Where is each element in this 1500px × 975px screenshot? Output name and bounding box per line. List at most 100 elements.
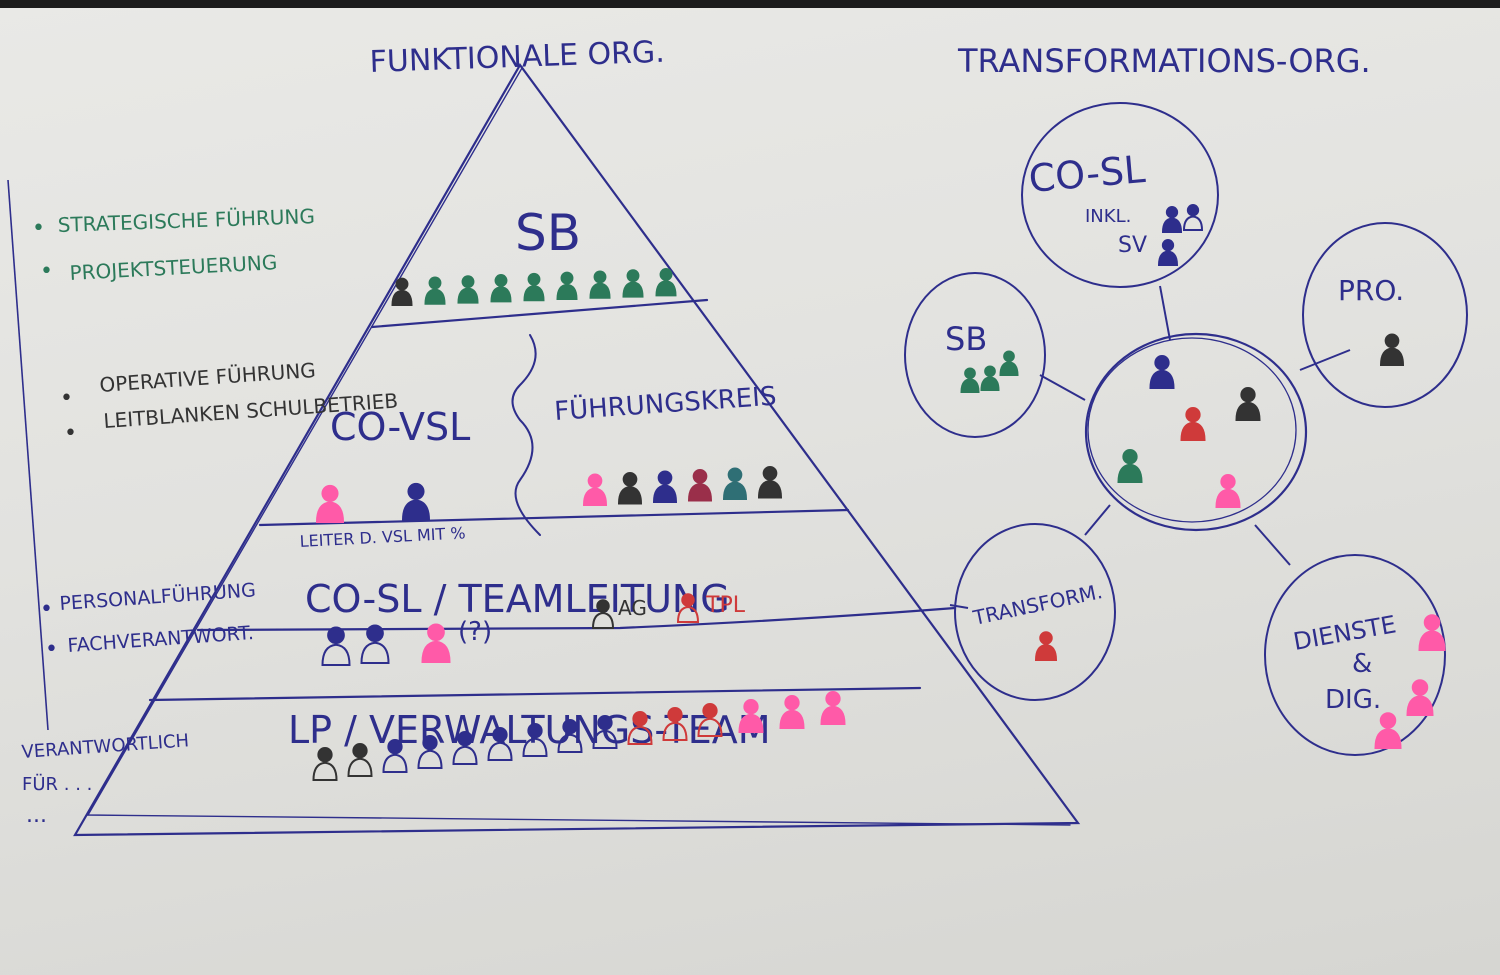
left-title: FUNKTIONALE ORG. (369, 35, 665, 80)
annotation-1-bullet-a: • (32, 216, 45, 241)
dienste-figure-2 (1406, 679, 1434, 716)
transform-figure-1 (1034, 631, 1058, 661)
node-dienste-sub-1: & (1352, 649, 1372, 679)
tpl-label: TPL (705, 593, 746, 618)
connector-transform (1084, 504, 1111, 536)
level3-question: (?) (458, 617, 492, 647)
level4-figure-3 (382, 739, 408, 773)
cosl-figure-3 (1157, 239, 1179, 266)
node-sb-figures (960, 350, 1019, 393)
node-cosl-circle (1021, 102, 1219, 288)
center-circle (1084, 332, 1308, 532)
connector-cosl (1159, 285, 1171, 341)
center-figure-4 (1117, 449, 1143, 483)
node-dienste-figures (1374, 614, 1446, 749)
level4-figure-5 (452, 731, 478, 765)
annotation-bracket-line (7, 179, 49, 731)
annotation-5: ... (26, 803, 47, 828)
level1-figures (391, 268, 677, 306)
level1-figure-4 (490, 274, 512, 303)
pyramid (73, 62, 1081, 837)
annotation-4-line-1: VERANTWORTLICH (21, 730, 190, 763)
level2-left-figure-2 (401, 482, 431, 521)
level2-right-figure-4 (687, 468, 713, 502)
level4-figure-8 (557, 719, 583, 753)
level2-left-figures (315, 482, 431, 523)
center-figure-3 (1180, 407, 1206, 441)
level1-figure-1 (391, 277, 413, 306)
level3-figure-1 (321, 626, 351, 666)
level4-figure-7 (522, 723, 548, 757)
network-connectors (949, 285, 1351, 609)
level4-figure-14 (779, 695, 805, 729)
node-cosl-figures (1157, 204, 1204, 266)
connector-sb (1039, 374, 1086, 401)
annotation-2-bullet-a: • (60, 386, 73, 411)
node-transform-label: TRANSFORM. (970, 579, 1105, 630)
level2-left-figure-1 (315, 484, 345, 523)
node-sb-circle (904, 272, 1046, 438)
node-dienste-label: DIENSTE (1291, 610, 1398, 656)
level2-right-figures (582, 465, 783, 506)
level4-figure-1 (312, 747, 338, 781)
cosl-figure-2 (1182, 204, 1204, 231)
level4-figure-15 (820, 691, 846, 725)
node-cosl-sub-1: INKL. (1085, 206, 1131, 227)
level1-figure-9 (655, 268, 677, 297)
level1-figure-2 (424, 276, 446, 305)
center-figure-2 (1235, 387, 1261, 421)
level1-figure-8 (622, 269, 644, 298)
dienste-figure-1 (1418, 614, 1446, 651)
annotation-3-line-1: PERSONALFÜHRUNG (59, 578, 257, 615)
right-title: TRANSFORMATIONS-ORG. (957, 42, 1371, 80)
node-transform-circle (954, 523, 1116, 701)
level4-figure-11 (662, 707, 688, 741)
node-cosl-label: CO-SL (1027, 147, 1147, 201)
annotation-3-bullet-a: • (40, 597, 53, 622)
level1-figure-7 (589, 270, 611, 299)
node-pro-figures (1379, 333, 1405, 366)
level1-figure-3 (457, 275, 479, 304)
node-pro-circle (1302, 222, 1468, 408)
node-dienste-circle (1264, 554, 1446, 756)
level4-figure-10 (627, 711, 653, 745)
sb-figure-2 (980, 365, 1000, 391)
ag-figure-1 (591, 599, 615, 629)
pyramid-divider-2 (258, 508, 850, 527)
tpl-figure (676, 593, 700, 623)
node-transform-figures (1034, 631, 1058, 661)
annotation-2-line-1: OPERATIVE FÜHRUNG (99, 358, 317, 397)
level2-right-figure-3 (652, 470, 678, 503)
level2-right-label: FÜHRUNGSKREIS (553, 380, 777, 427)
photo-top-edge (0, 0, 1500, 8)
node-dienste-sub-2: DIG. (1325, 685, 1381, 715)
level2-right-figure-1 (582, 473, 608, 506)
level2-right-figure-6 (757, 465, 783, 499)
level4-figure-2 (347, 743, 373, 777)
annotation-1-bullet-b: • (40, 259, 53, 284)
annotation-3-bullet-b: • (45, 637, 58, 662)
network-center (1084, 332, 1308, 532)
level1-figure-5 (523, 272, 545, 302)
annotation-3-line-2: FACHVERANTWORT. (67, 622, 255, 657)
pyramid-outer-stroke (86, 67, 1071, 826)
level1-label: SB (515, 204, 581, 262)
sb-figure-1 (960, 367, 980, 393)
level2-caption: LEITER D. VSL MIT % (299, 523, 466, 551)
center-figure-5 (1215, 474, 1241, 508)
node-cosl-sub-2: SV (1118, 233, 1147, 258)
tpl-figure-1 (676, 593, 700, 623)
node-sb-label: SB (945, 320, 987, 358)
pyramid-divider-1 (370, 298, 709, 329)
level3-figures (321, 623, 451, 666)
annotation-1-line-1: STRATEGISCHE FÜHRUNG (57, 204, 315, 237)
level4-figure-12 (697, 703, 723, 737)
level4-figures (312, 691, 846, 781)
fuehrungskreis-brace (511, 334, 541, 536)
level2-right-figure-5 (722, 467, 748, 500)
pro-figure-1 (1379, 333, 1405, 366)
level3-figure-3 (421, 623, 451, 663)
annotation-4-line-2: FÜR . . . (22, 773, 92, 795)
level1-figure-6 (556, 271, 578, 300)
